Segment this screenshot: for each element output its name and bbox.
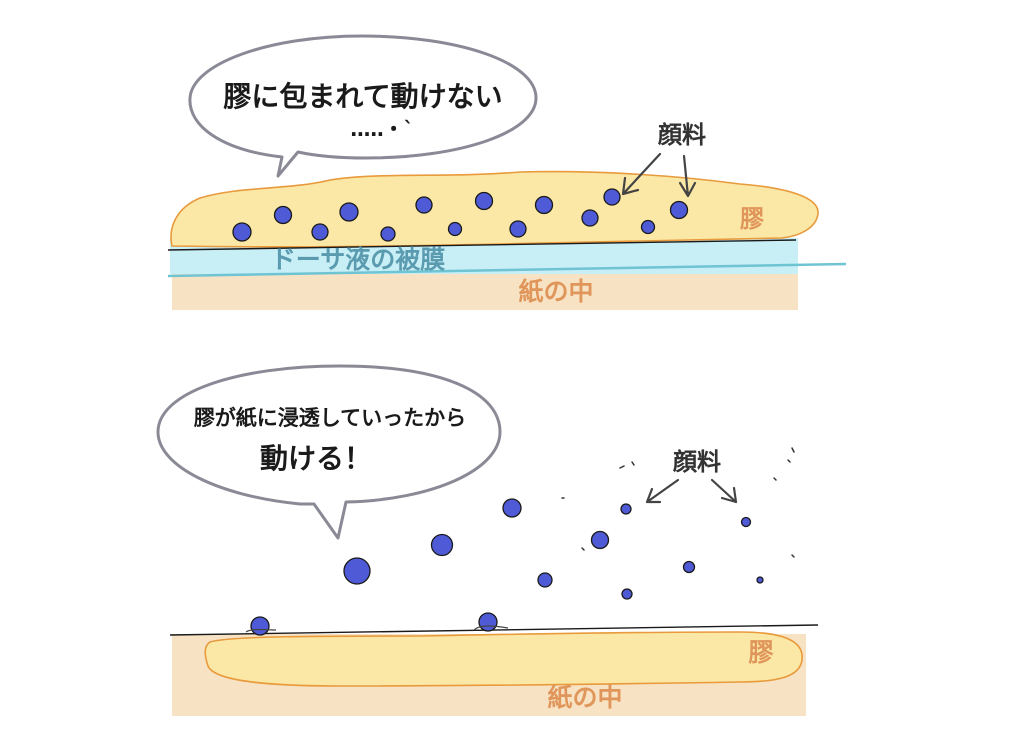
top-glue-layer	[170, 170, 819, 248]
pigment-particle	[682, 560, 696, 574]
bottom-floating-pigments	[343, 498, 764, 600]
motion-speck	[581, 547, 585, 551]
bottom-panel: 膠が紙に浸透していったから 動ける！ 顔料 膠 紙の中	[156, 364, 819, 716]
bottom-pigment-label: 顔料	[672, 448, 721, 476]
bottom-motion-specks	[561, 447, 795, 558]
motion-speck	[773, 477, 777, 481]
pigment-squiggle	[245, 628, 277, 633]
top-pigment-label: 顔料	[657, 121, 706, 149]
pigment-particle	[509, 220, 527, 238]
motion-speck	[791, 447, 795, 453]
top-pigments	[232, 188, 689, 242]
top-panel: 膠に包まれて動けない …‥・` 顔料 膠 ドーサ液の被膜 紙の中	[167, 34, 847, 310]
pigment-particle	[756, 576, 764, 584]
motion-speck	[787, 459, 791, 463]
pigment-particle	[640, 219, 656, 235]
pigment-particle	[343, 557, 371, 585]
pigment-particle	[447, 221, 463, 237]
motion-speck	[619, 465, 625, 469]
pigment-particle	[590, 530, 610, 550]
bottom-paper-label: 紙の中	[547, 683, 622, 712]
top-pigment-arrow-left	[621, 152, 662, 196]
pigment-particle	[620, 503, 632, 515]
pigment-particle	[740, 516, 752, 528]
pigment-particle	[537, 572, 553, 588]
pigment-particle	[380, 226, 396, 242]
pigment-particle	[339, 202, 359, 222]
motion-speck	[631, 461, 635, 466]
bottom-pigment-arrow-right	[710, 478, 738, 504]
bottom-speech-bubble	[156, 364, 502, 540]
pigment-particle	[581, 209, 599, 227]
motion-speck	[791, 554, 795, 558]
pigment-particle	[273, 205, 293, 225]
pigment-particle	[603, 188, 621, 206]
bottom-bubble-line2: 動ける！	[260, 442, 372, 475]
pigment-particle	[232, 222, 252, 242]
bottom-glue-layer	[204, 631, 803, 687]
top-film-line	[167, 262, 847, 278]
bottom-surface-line	[169, 624, 819, 636]
bottom-surface-pigments	[245, 612, 509, 636]
top-film-label: ドーサ液の被膜	[271, 245, 446, 274]
pigment-particle	[415, 196, 433, 214]
pigment-particle	[534, 195, 554, 215]
pigment-particle	[669, 200, 689, 220]
pigment-particle	[478, 612, 498, 632]
pigment-particle	[502, 498, 522, 518]
pigment-particle	[250, 616, 270, 636]
top-glue-baseline	[167, 239, 797, 251]
pigment-particle	[621, 588, 633, 600]
top-bubble-line1: 膠に包まれて動けない	[223, 80, 502, 113]
top-glue-label: 膠	[740, 205, 764, 233]
pigment-particle	[311, 223, 329, 241]
top-bubble-line2: …‥・`	[350, 117, 413, 141]
top-paper-label: 紙の中	[518, 277, 593, 306]
pigment-squiggle	[473, 625, 509, 631]
pigment-particle	[474, 191, 494, 211]
bottom-bubble-line1: 膠が紙に浸透していったから	[194, 406, 466, 430]
bottom-pigment-arrow-left	[645, 478, 680, 504]
top-pigment-arrow-right	[678, 154, 697, 198]
pigment-particle	[430, 533, 454, 557]
top-speech-bubble	[188, 34, 538, 178]
bottom-glue-label: 膠	[748, 638, 773, 667]
